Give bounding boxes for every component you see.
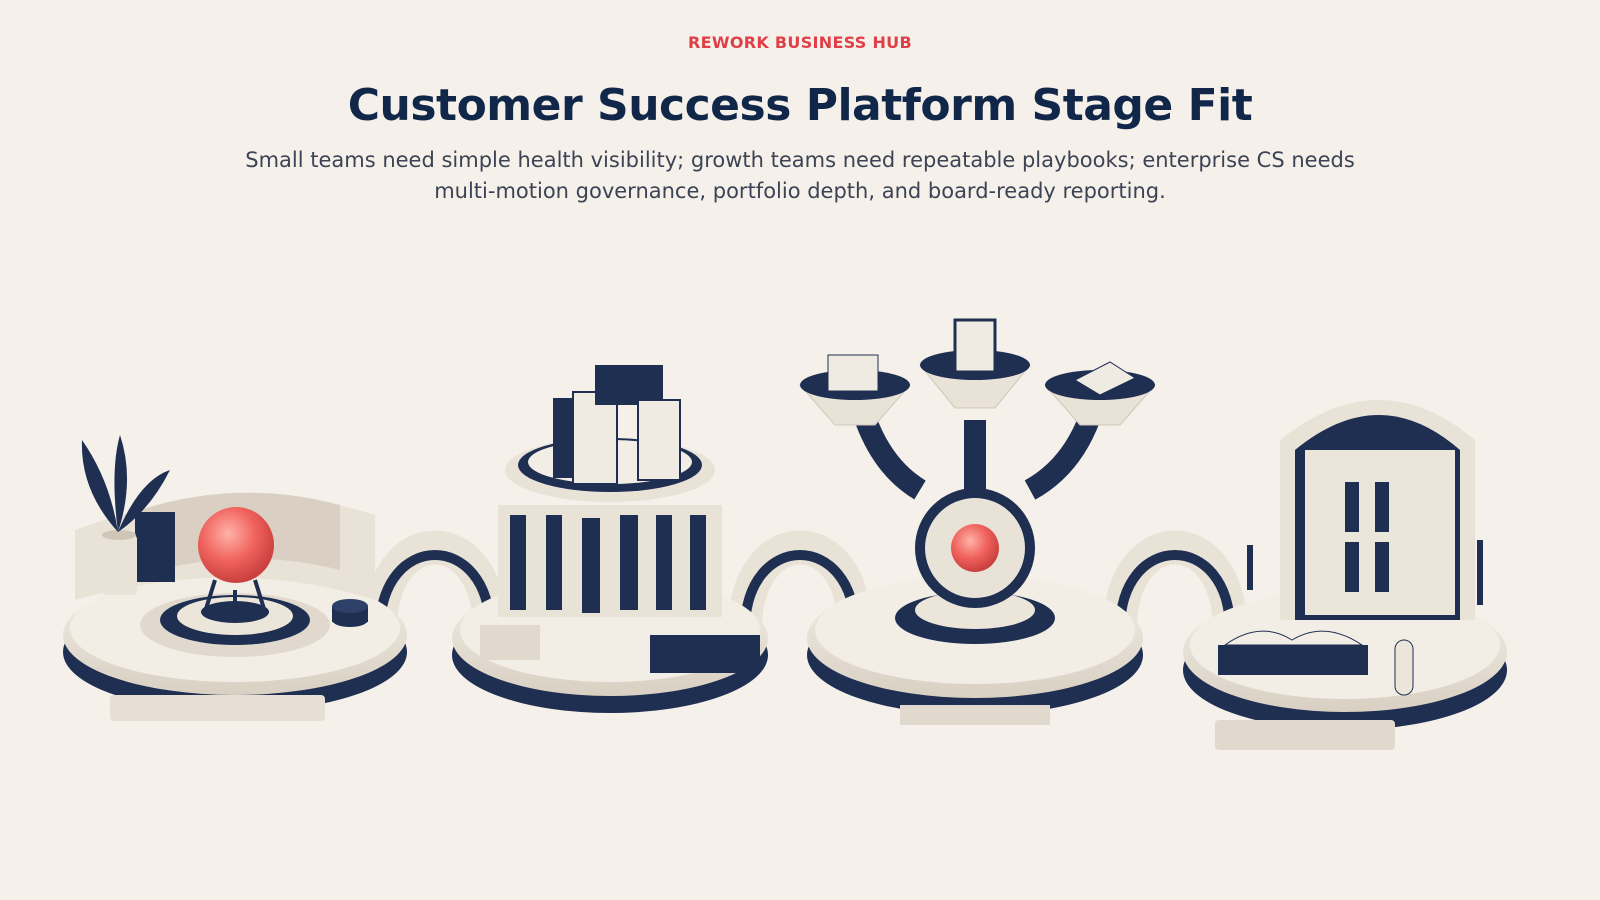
stage-3-multi-funnel-hub-icon bbox=[798, 318, 1157, 725]
page-title: Customer Success Platform Stage Fit bbox=[347, 80, 1253, 131]
stage-2-playbook-binders-icon bbox=[452, 365, 768, 713]
stage-illustration bbox=[63, 318, 1507, 750]
connector-arches bbox=[363, 530, 1247, 647]
page-subtitle: Small teams need simple health visibilit… bbox=[245, 148, 1355, 203]
stage-1-health-orb-icon bbox=[63, 435, 407, 721]
eyebrow-label: REWORK BUSINESS HUB bbox=[688, 33, 912, 52]
stage-4-archive-library-icon bbox=[1183, 400, 1507, 750]
